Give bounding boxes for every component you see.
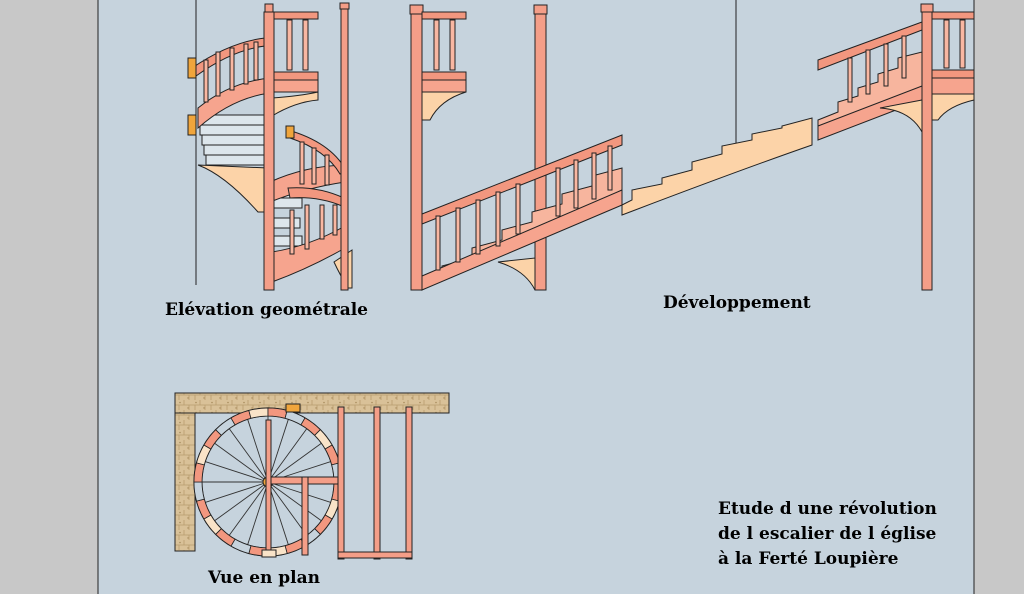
plan-spoke [205,481,269,503]
title-line: de l escalier de l église [718,524,937,544]
landing-rail [273,71,319,81]
newel-post [340,7,349,291]
dev-handrail [421,134,623,225]
landing-rail [421,71,467,81]
developpement-view [409,0,975,291]
plan-spoke [267,442,322,483]
plan-spoke [267,481,322,522]
plan-spoke [267,481,308,536]
dev-bracket [931,93,975,121]
plan-rim-segments [193,407,343,557]
landing-rail [931,11,975,20]
dev-bracket [421,91,467,121]
dev-post [410,13,423,291]
plan-spoke [205,461,269,483]
elevation-bracket [271,91,319,117]
plan-spoke [214,481,269,522]
plan-spoke [267,428,308,483]
plan-spoke [247,419,269,483]
development-caption: Développement [663,293,811,313]
title-line: Etude d une révolution [718,499,937,519]
plan-spoke [214,442,269,483]
dev-balusters [435,145,613,271]
plan-caption: Vue en plan [208,568,321,588]
newel-post [263,11,275,291]
handrail-end-cap [285,125,295,139]
landing-rail [421,11,467,20]
elevation-caption: Elévation geométrale [165,300,368,320]
plan-spoke [228,481,269,536]
stone-wall-left [174,412,196,552]
dev-post [534,13,547,291]
plan-spoke [247,481,269,545]
dev-bracket [879,99,923,133]
dev-bracket [497,257,536,291]
elevation-handrail [287,129,347,175]
elevation-geometrale-view [187,0,353,291]
plan-landing-frame [265,406,413,560]
plan-spoke [228,428,269,483]
title-block: Etude d une révolution de l escalier de … [718,497,937,572]
handrail-end-cap [187,57,197,79]
plan-spoke [267,481,331,503]
title-line: à la Ferté Loupière [718,549,899,569]
landing-rail [273,11,319,20]
dev-post [921,11,933,291]
handrail-end-cap [187,114,197,136]
dev-middle-steps [621,117,813,216]
landing-rail [931,69,975,79]
vue-en-plan-view [174,392,450,560]
elevation-balusters [203,19,338,255]
